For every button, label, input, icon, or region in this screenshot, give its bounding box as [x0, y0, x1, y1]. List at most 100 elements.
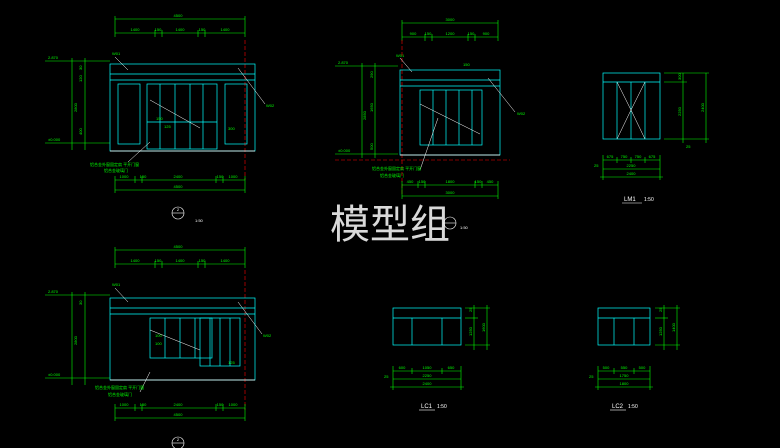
elev3-top-seg: 1400: [176, 258, 186, 263]
lc1-right-dim: 1600: [481, 322, 486, 332]
lc1-name: LC1: [421, 404, 433, 410]
lc1-bottom-dimensions: [390, 366, 464, 390]
lm1-name: LM1: [624, 197, 636, 203]
elev1-note: 铝合金玻璃门: [104, 167, 128, 173]
elev2-top-seg: 900: [483, 31, 490, 36]
elev2-side-dim: 2850: [362, 110, 367, 120]
elev3-top-seg: 150: [155, 258, 162, 263]
lc1-corner: 25: [384, 374, 389, 379]
lm1-bot-seg: 750: [635, 154, 642, 159]
elev3-level-bottom: ±0.000: [48, 372, 61, 377]
elevation-1: 4500 1400 150 1400 150 1400 2.870 ±0.000…: [45, 13, 275, 223]
elev2-bot-seg: 150: [419, 179, 426, 184]
lm1-scale: 1:50: [644, 197, 654, 203]
elev1-side-dim: 2800: [73, 102, 78, 112]
lm1-bot-mid: 2250: [627, 163, 637, 168]
elev3-left-levels: [45, 292, 110, 385]
lc2-frame: [597, 307, 651, 346]
lm1-frame: [602, 72, 661, 140]
elev3-symbol-label: 2: [177, 437, 180, 442]
watermark-text: 模型组: [330, 202, 450, 248]
elev2-side-dim: 290: [369, 71, 374, 78]
lm1-bot-total: 2400: [627, 171, 637, 176]
lm1-bot-seg: 675: [607, 154, 614, 159]
elev3-tag: 125: [228, 360, 235, 365]
lc1-right-dim: 1250: [468, 326, 473, 336]
lm1-swing-lines: [616, 81, 646, 140]
elev3-top-dimensions: [114, 247, 246, 268]
elev3-bot-seg: 150: [140, 402, 147, 407]
elev3-top-seg: 1400: [221, 258, 231, 263]
elev2-bottom-dimensions: [401, 181, 499, 199]
elev2-bot-seg: 150: [475, 179, 482, 184]
lc2-name: LC2: [612, 404, 624, 410]
elev1-bot-seg: 1000: [120, 174, 130, 179]
elev1-top-seg: 1400: [221, 27, 231, 32]
elev1-tag-w01: W01: [112, 51, 121, 56]
elev1-top-seg: 1400: [131, 27, 141, 32]
lc1-window: 25 1250 1600 600 1050 650 2250 2400 25 L…: [384, 305, 490, 411]
elev3-tag-w02: W02: [263, 333, 272, 338]
elev2-bot-total: 3000: [446, 190, 456, 195]
elev2-tag-w01: W01: [396, 53, 405, 58]
lm1-corner-left: 25: [594, 163, 599, 168]
lc2-bot-seg: 500: [603, 365, 610, 370]
elev3-building: [109, 297, 256, 381]
elev1-side-dim: 120: [78, 75, 83, 82]
elev2-tag: 150: [463, 62, 470, 67]
elev1-bot-seg: 1000: [229, 174, 239, 179]
elev2-top-seg: 150: [425, 31, 432, 36]
elev2-diagonals: [399, 57, 516, 171]
elev2-side-dim: 1650: [369, 102, 374, 112]
lc2-bot-mid: 1750: [620, 373, 630, 378]
lc2-scale: 1:50: [628, 404, 638, 410]
elev2-side-dim: 500: [369, 143, 374, 150]
elev1-top-total: 4500: [174, 13, 184, 18]
elev1-tag: 300: [228, 126, 235, 131]
lc1-frame: [392, 307, 462, 346]
elev2-top-seg: 150: [468, 31, 475, 36]
elev3-bot-seg: 1000: [229, 402, 239, 407]
elev1-scale: 1:50: [195, 218, 204, 223]
elev3-top-total: 4500: [174, 244, 184, 249]
elev1-building: [109, 63, 256, 152]
lm1-bottom-dimensions: [600, 155, 663, 180]
lm1-door: 300 2250 2400 25 675 750 750 675 2250 24…: [594, 72, 709, 204]
lm1-right-dim: 2400: [700, 102, 705, 112]
elev2-top-seg: 900: [410, 31, 417, 36]
lc2-bot-total: 1800: [620, 381, 630, 386]
elev1-bot-total: 4500: [174, 184, 184, 189]
elev1-top-seg: 150: [155, 27, 162, 32]
elevation-3: 4500 1400 150 1400 150 1400 2.870 ±0.000…: [45, 244, 272, 448]
lm1-corner: 25: [686, 144, 691, 149]
elev2-top-total: 3000: [446, 17, 456, 22]
lc1-bot-seg: 600: [399, 365, 406, 370]
elev2-bot-seg: 450: [407, 179, 414, 184]
lc1-right-dimensions: [465, 305, 490, 350]
elev2-top-seg: 1200: [446, 31, 456, 36]
lc2-bot-seg: 500: [639, 365, 646, 370]
lc1-bot-seg: 1050: [423, 365, 433, 370]
elev3-tag-w01: W01: [112, 282, 121, 287]
elev1-level-top: 2.870: [48, 55, 59, 60]
elev1-bot-seg: 150: [140, 174, 147, 179]
lc2-corner: 25: [589, 374, 594, 379]
lc1-bot-seg: 650: [448, 365, 455, 370]
elev2-note: 铝合金玻璃门: [380, 172, 404, 178]
elev3-tag: 100: [155, 333, 162, 338]
lm1-right-dim: 2250: [677, 106, 682, 116]
elev1-note: 铝合金外窗固定扇 平开门窗: [90, 161, 139, 167]
elev1-top-seg: 1400: [176, 27, 186, 32]
elev3-tag: 100: [155, 341, 162, 346]
elev1-top-dimensions: [114, 16, 246, 37]
elev1-level-bottom: ±0.000: [48, 137, 61, 142]
elev1-diagonals: [114, 56, 266, 163]
elev3-note: 铝合金玻璃门: [108, 391, 132, 397]
lc2-right-dim: 1250: [658, 326, 663, 336]
elev3-bot-seg: 1000: [120, 402, 130, 407]
elev3-level-top: 2.870: [48, 289, 59, 294]
elevation-2: 3000 900 150 1200 150 900 2.870 ±0.000 2…: [335, 17, 526, 230]
lc1-bot-total: 2400: [423, 381, 433, 386]
elev1-tag: 125: [164, 124, 171, 129]
lc1-bot-mid: 2250: [423, 373, 433, 378]
